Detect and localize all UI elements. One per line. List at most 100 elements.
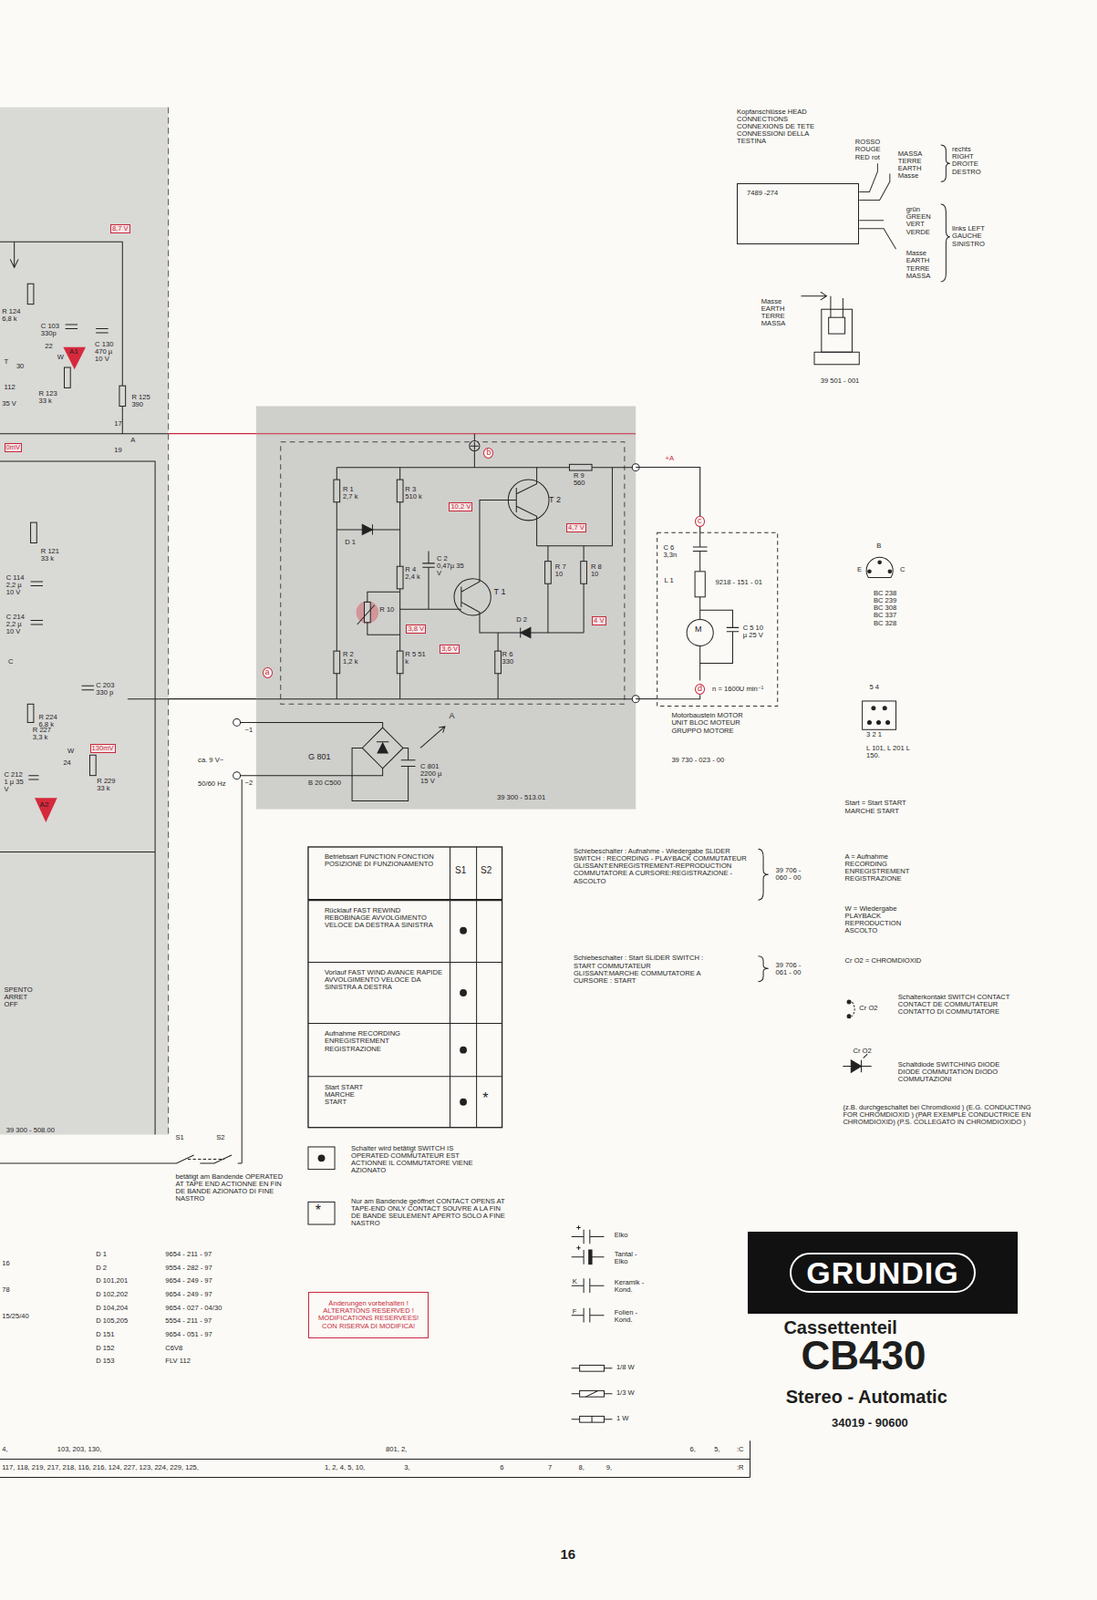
terminal-letter: d <box>694 683 705 695</box>
schematic-label: A <box>448 712 455 722</box>
left-panel-drawing <box>34 797 58 823</box>
schematic-label: MASSA TERRE EARTH Masse <box>898 150 933 181</box>
schematic-label: A1 <box>69 348 79 357</box>
schematic-label: D 104,204 <box>95 1304 128 1313</box>
schematic-label: (z.B. durchgeschaltet bei Chromdioxid ) … <box>842 1104 1037 1128</box>
pinout-drawing <box>878 560 882 565</box>
motor-unit-drawing <box>700 610 740 663</box>
schematic-label: 16 <box>1 1260 10 1268</box>
motor-board-drawing <box>356 600 380 624</box>
schematic-label: Masse EARTH TERRE MASSA <box>906 249 940 280</box>
pinout-drawing <box>871 706 876 711</box>
legend-text: 1/8 W <box>616 1364 635 1372</box>
symbol-key-drawing <box>851 1002 855 1017</box>
model-title: CB430 <box>801 1335 927 1377</box>
schematic-label: C 2 0,47µ 35 V <box>436 555 466 579</box>
schematic-label: :R <box>736 1464 745 1472</box>
schematic-label: R 229 33 k <box>96 777 122 793</box>
schematic-label: C 6 3,3n <box>662 544 682 559</box>
component-key-symbols <box>591 1416 593 1423</box>
schematic-label: 15/25/40 <box>1 1313 30 1321</box>
node-text: 39 300 - 513.01 <box>496 794 546 802</box>
schematic-label: 5 4 <box>869 683 880 692</box>
component-key-symbols <box>571 1368 613 1420</box>
schematic-label: C <box>8 658 13 666</box>
motor-board-drawing <box>469 441 480 452</box>
legend-text: Tantal - Elko <box>614 1251 640 1266</box>
schematic-label: F <box>572 1308 578 1316</box>
function-table-grid <box>308 1147 335 1170</box>
schematic-label: T 1 <box>494 588 507 598</box>
head-connection-drawing <box>941 144 951 182</box>
node-text: GRUNDIG <box>789 1252 976 1294</box>
left-panel-drawing <box>167 107 169 1136</box>
component-key-symbols <box>589 1250 592 1265</box>
schematic-label: 19 <box>113 446 122 455</box>
head-box: 7489 -274 <box>736 183 859 245</box>
schematic-label: D 105,205 <box>95 1317 128 1325</box>
schematic-label: 5554 - 211 - 97 <box>165 1317 212 1325</box>
head-connection-drawing <box>800 291 859 364</box>
motor-unit-drawing <box>657 532 708 699</box>
motor-board-drawing <box>256 467 636 700</box>
schematic-label: S2 <box>480 866 492 877</box>
voltage-value: 10,2 V <box>448 502 473 512</box>
motor-board-drawing <box>507 467 612 547</box>
voltage-value: 8,7 V <box>110 224 131 234</box>
symbol-key-drawing <box>850 1060 861 1073</box>
model-text: Stereo - Automatic <box>786 1387 948 1408</box>
left-panel-drawing <box>0 107 169 1136</box>
schematic-label: 9654 - 249 - 97 <box>165 1277 213 1285</box>
schematic-label: 112 <box>4 383 16 392</box>
schematic-label: D 152 <box>95 1345 114 1353</box>
motor-board-drawing <box>396 651 404 674</box>
schematic-label: R 6 330 <box>502 651 523 666</box>
slider-bracket <box>757 848 768 901</box>
schematic-label: 3, <box>403 1464 410 1472</box>
left-panel-drawing <box>89 755 96 776</box>
schematic-label: 39 706 - 060 - 00 <box>776 867 813 882</box>
head-connection-drawing <box>821 309 853 352</box>
schematic-label: D 151 <box>95 1331 114 1339</box>
head-connection-drawing <box>858 163 896 249</box>
circuit-panel: 39 300 - 508.00 <box>0 107 169 1136</box>
schematic-label: D 153 <box>95 1357 114 1366</box>
schematic-label: 6, <box>690 1446 696 1454</box>
symbol-key-drawing <box>842 1054 871 1073</box>
schematic-label: 8, <box>579 1464 585 1472</box>
motor-board-drawing <box>333 651 341 674</box>
schematic-label: D 102,202 <box>95 1291 128 1299</box>
schematic-label: M <box>694 625 703 635</box>
schematic-label: G 801 <box>308 753 332 763</box>
schematic-label: Rücklauf FAST REWIND REBOBINAGE AVVOLGIM… <box>324 907 447 931</box>
motor-board-drawing <box>280 442 625 705</box>
schematic-label: T <box>4 358 10 366</box>
left-panel-drawing <box>27 283 125 776</box>
schematic-label: R 121 33 k <box>41 548 64 563</box>
pinout-drawing <box>862 701 897 730</box>
motor-board-drawing <box>520 627 531 638</box>
motor-board-drawing <box>400 550 462 610</box>
head-connection-drawing <box>828 317 846 334</box>
schematic-label: rechts RIGHT DROITE DESTRO <box>952 145 992 176</box>
schematic-label: FLV 112 <box>165 1357 191 1366</box>
schematic-label: 78 <box>1 1286 10 1294</box>
component-key-symbols <box>585 1390 598 1398</box>
schematic-label: R 4 2,4 k <box>404 566 425 581</box>
schematic-label: C 214 2,2 µ 10 V <box>6 613 32 637</box>
schematic-label: R 8 10 <box>590 563 606 579</box>
pinout-drawing <box>866 557 893 578</box>
motor-board-drawing <box>569 464 592 471</box>
schematic-label: 1, 2, 4, 5, 10, <box>324 1464 365 1472</box>
pinout-drawing <box>867 706 890 725</box>
schematic-label: BC 238 BC 239 BC 308 BC 337 BC 328 <box>873 589 905 628</box>
legend-text: Folien - Kond. <box>614 1309 646 1325</box>
schematic-label: Cr O2 <box>853 1047 872 1056</box>
schematic-label: 7 <box>548 1464 552 1472</box>
schematic-label: links LEFT GAUCHE SINISTRO <box>952 225 994 249</box>
schematic-label: C 5 10 µ 25 V <box>743 624 768 640</box>
schematic-label: C 203 330 p <box>95 682 121 697</box>
schematic-label: R 123 33 k <box>39 390 63 405</box>
voltage-value: 130mV <box>90 744 116 754</box>
schematic-label: Masse EARTH TERRE MASSA <box>761 298 795 329</box>
